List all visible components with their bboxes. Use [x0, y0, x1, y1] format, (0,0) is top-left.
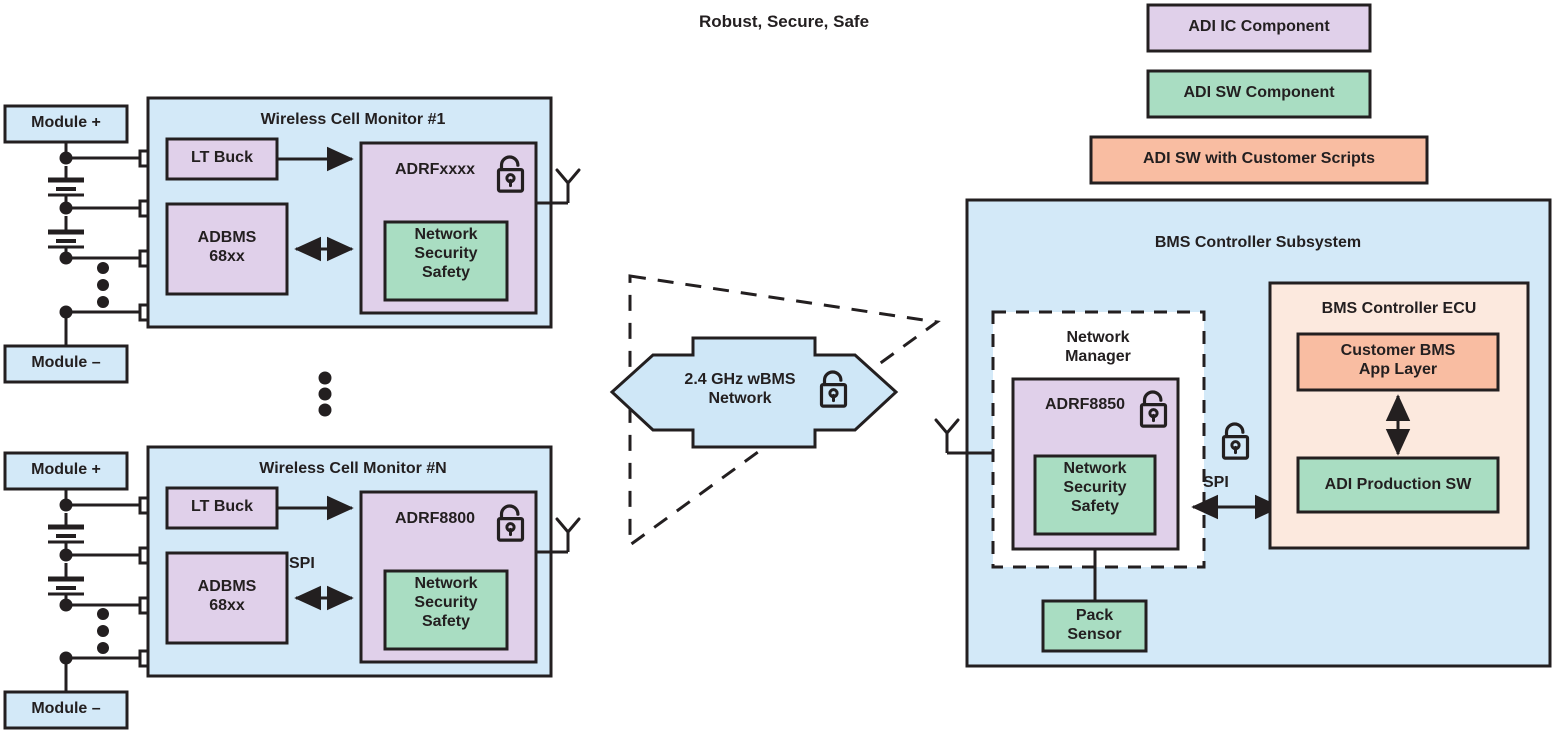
- nss-label-1-line1: Network: [414, 226, 478, 243]
- nss-label-n-line2: Security: [414, 593, 478, 611]
- cell-monitor-n-title: Wireless Cell Monitor #N: [259, 460, 447, 477]
- junction-dot: [59, 651, 73, 665]
- wireless-link-arrow[interactable]: [609, 336, 899, 449]
- bms-controller-ecu[interactable]: [1268, 281, 1530, 550]
- antenna-icon-n: [555, 517, 581, 554]
- nss-label-1: Network Security Safety: [385, 226, 507, 283]
- module-plus-label-n: Module +: [31, 461, 101, 478]
- adbms-label-n-line1: ADBMS: [197, 578, 257, 595]
- nss-label-n: Network Security Safety: [385, 575, 507, 632]
- module-plus-box-n: [3, 451, 129, 491]
- adbms-label-1-line1: ADBMS: [197, 229, 257, 246]
- junction-dot: [59, 548, 73, 562]
- spi-label-n: SPI: [289, 555, 315, 572]
- pack-sensor-line1: Pack: [1075, 607, 1114, 624]
- adrf-label-n: ADRF8800: [394, 510, 476, 527]
- customer-bms-app-layer-label: Customer BMS App Layer: [1298, 342, 1498, 380]
- lt-buck-label-1: LT Buck: [191, 149, 253, 166]
- junction-dot: [59, 305, 73, 319]
- adbms-box-1: [165, 202, 289, 296]
- lt-buck-box-n: [165, 486, 279, 530]
- spi-label-controller: SPI: [1203, 474, 1229, 491]
- nss-label-manager-line1: Network: [1063, 460, 1127, 477]
- junction-dot: [59, 151, 73, 165]
- battery-stack-bottom: [3, 451, 157, 730]
- wireless-cell-monitor-n[interactable]: [146, 445, 581, 678]
- battery-stack-top: [3, 104, 157, 384]
- legend-label-scripts: ADI SW with Customer Scripts: [1142, 150, 1376, 167]
- nss-label-1-line3: Safety: [421, 263, 471, 281]
- adbms-label-1: ADBMS 68xx: [167, 229, 287, 267]
- junction-dot: [59, 251, 73, 265]
- pack-sensor-line2: Sensor: [1067, 625, 1122, 643]
- customer-bms-app-layer-box: [1296, 332, 1500, 392]
- network-security-safety-box-manager: [1033, 454, 1157, 536]
- module-minus-box-n: [3, 690, 129, 730]
- lt-buck-box-1: [165, 137, 279, 181]
- ecu-title: BMS Controller ECU: [1321, 300, 1477, 317]
- network-manager-line1: Network: [1066, 329, 1130, 346]
- ellipsis-dot: [97, 279, 109, 291]
- antenna-icon-1: [555, 168, 581, 205]
- ellipsis-dot: [97, 642, 109, 654]
- nss-label-1-line2: Security: [414, 244, 478, 262]
- bms-subsystem-title: BMS Controller Subsystem: [1154, 234, 1362, 251]
- legend-label-ic: ADI IC Component: [1188, 18, 1330, 35]
- module-minus-label-n: Module –: [31, 700, 101, 717]
- network-security-safety-box-1: [383, 220, 509, 302]
- app-layer-line1: Customer BMS: [1340, 342, 1456, 359]
- lt-buck-label-n: LT Buck: [191, 498, 253, 515]
- nss-label-n-line3: Safety: [421, 612, 471, 630]
- network-security-safety-box-n: [383, 569, 509, 651]
- app-layer-line2: App Layer: [1358, 360, 1438, 378]
- junction-dot: [59, 498, 73, 512]
- module-plus-label-1: Module +: [31, 114, 101, 131]
- adi-production-sw-box: [1296, 456, 1500, 514]
- nss-label-n-line1: Network: [414, 575, 478, 592]
- ellipsis-dot: [97, 262, 109, 274]
- pack-sensor-label: Pack Sensor: [1043, 607, 1146, 645]
- network-manager-title: Network Manager: [1023, 329, 1173, 367]
- cell-monitor-ellipsis: [318, 371, 332, 417]
- junction-dot: [59, 201, 73, 215]
- ellipsis-dot: [97, 608, 109, 620]
- legend-swatch-ic: [1146, 3, 1372, 53]
- legend: [1089, 3, 1429, 185]
- wireless-link-label: 2.4 GHz wBMS Network: [660, 371, 820, 409]
- antenna-icon-manager: [934, 418, 960, 455]
- legend-swatch-sw: [1146, 69, 1372, 119]
- nss-label-manager: Network Security Safety: [1035, 460, 1155, 517]
- ellipsis-dot: [97, 296, 109, 308]
- adbms-box-n: [165, 551, 289, 645]
- adbms-label-1-line2: 68xx: [209, 247, 245, 265]
- adbms-label-n: ADBMS 68xx: [167, 578, 287, 616]
- nss-label-manager-line2: Security: [1063, 478, 1127, 496]
- network-manager-line2: Manager: [1065, 347, 1131, 365]
- junction-dot: [59, 598, 73, 612]
- adi-production-sw-label: ADI Production SW: [1324, 476, 1472, 493]
- wireless-cell-monitor-1[interactable]: [146, 96, 581, 329]
- adrf8850-label: ADRF8850: [1044, 396, 1126, 413]
- pack-sensor-box: [1041, 599, 1148, 653]
- wireless-link-line2: Network: [708, 389, 772, 407]
- nss-label-manager-line3: Safety: [1070, 497, 1120, 515]
- adrf-label-1: ADRFxxxx: [394, 161, 476, 178]
- wireless-link-line1: 2.4 GHz wBMS: [684, 371, 796, 388]
- page-title: Robust, Secure, Safe: [698, 12, 870, 31]
- adbms-label-n-line2: 68xx: [209, 596, 245, 614]
- module-plus-box-1: [3, 104, 129, 144]
- legend-label-sw: ADI SW Component: [1183, 84, 1335, 101]
- legend-swatch-scripts: [1089, 135, 1429, 185]
- cell-monitor-1-title: Wireless Cell Monitor #1: [260, 111, 446, 128]
- ellipsis-dot: [97, 625, 109, 637]
- bms-controller-subsystem[interactable]: [934, 198, 1552, 668]
- module-minus-label-1: Module –: [31, 354, 101, 371]
